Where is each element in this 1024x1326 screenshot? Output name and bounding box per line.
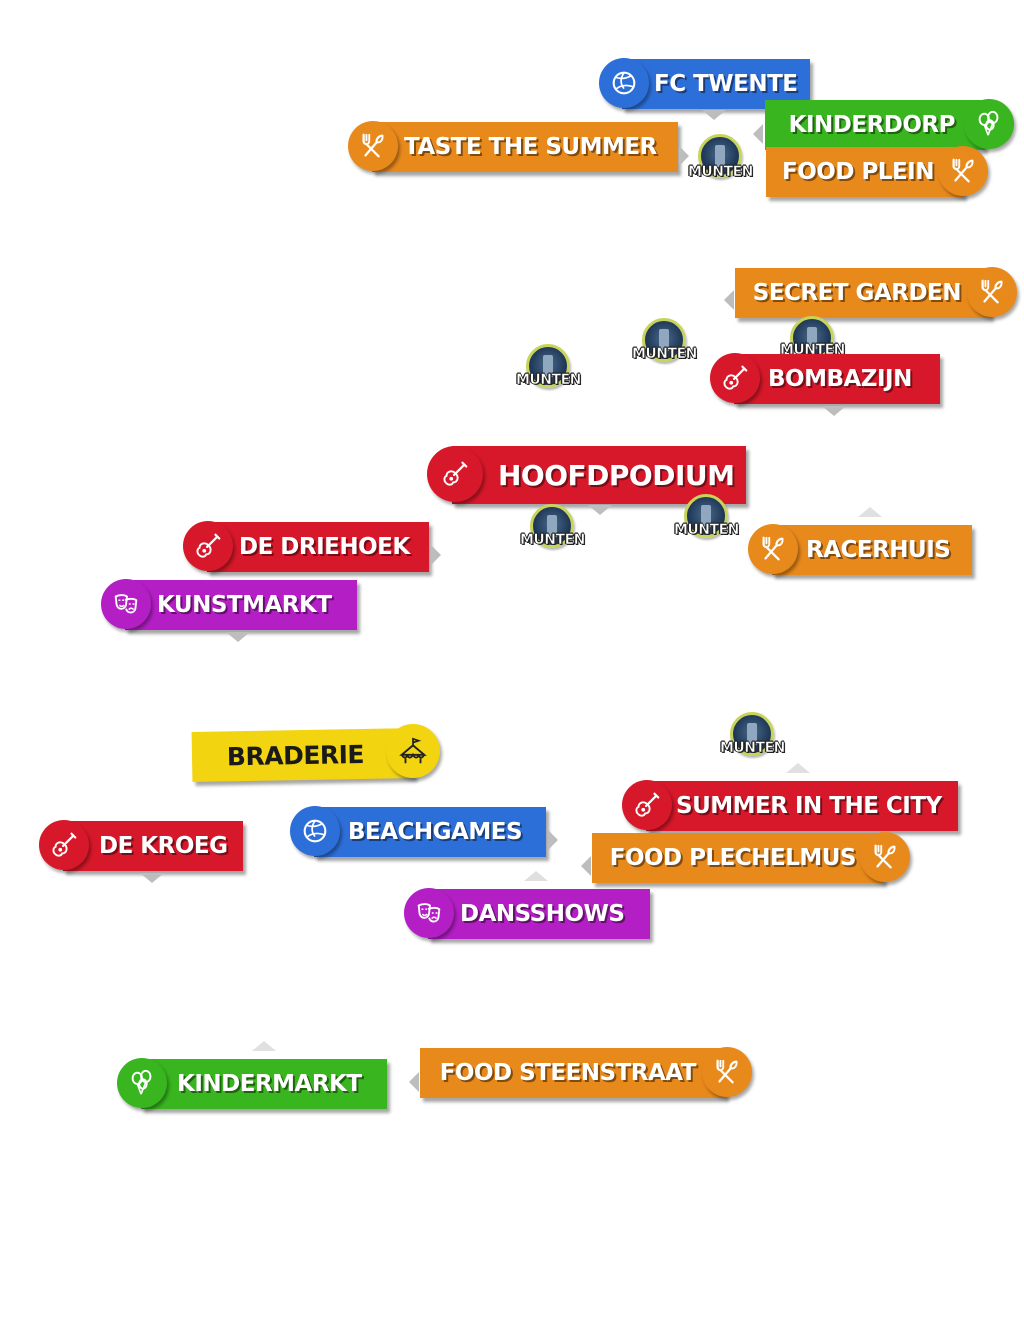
pointer <box>581 856 591 876</box>
balloons-icon <box>964 99 1014 149</box>
theater-masks-icon <box>101 579 151 629</box>
guitar-icon <box>427 446 483 502</box>
label-kinderdorp-text: KINDERDORP <box>788 112 956 138</box>
coin-icon <box>730 712 774 756</box>
utensils-icon <box>348 121 398 171</box>
label-secret-garden[interactable]: SECRET GARDEN <box>735 268 991 318</box>
label-summer-in-the-city[interactable]: SUMMER IN THE CITY <box>646 781 958 831</box>
label-fc-twente[interactable]: FC TWENTE <box>622 59 810 109</box>
label-summer-in-the-city-text: SUMMER IN THE CITY <box>676 793 942 819</box>
munten-caption: MUNTEN <box>516 372 582 389</box>
label-de-kroeg[interactable]: DE KROEG <box>63 821 243 871</box>
munten-caption: MUNTEN <box>520 532 586 549</box>
munten-caption: MUNTEN <box>674 522 740 539</box>
label-beachgames[interactable]: BEACHGAMES <box>314 807 546 857</box>
label-bombazijn-text: BOMBAZIJN <box>768 366 912 392</box>
volleyball-icon <box>290 806 340 856</box>
label-de-driehoek-text: DE DRIEHOEK <box>239 534 410 560</box>
label-food-plechelmus[interactable]: FOOD PLECHELMUS <box>592 833 884 883</box>
munten-coin[interactable]: MUNTEN <box>520 504 586 568</box>
pointer <box>679 146 689 166</box>
label-hoofdpodium-text: HOOFDPODIUM <box>498 458 735 492</box>
label-taste-the-summer-text: TASTE THE SUMMER <box>404 134 657 160</box>
label-food-plechelmus-text: FOOD PLECHELMUS <box>609 845 857 871</box>
pointer <box>548 830 558 850</box>
munten-coin[interactable]: MUNTEN <box>720 712 786 776</box>
munten-coin[interactable]: MUNTEN <box>516 344 582 408</box>
coin-icon <box>684 494 728 538</box>
label-de-driehoek[interactable]: DE DRIEHOEK <box>207 522 429 572</box>
label-kunstmarkt[interactable]: KUNSTMARKT <box>125 580 357 630</box>
munten-caption: MUNTEN <box>720 740 786 757</box>
theater-masks-icon <box>404 888 454 938</box>
pointer <box>588 505 612 515</box>
munten-coin[interactable]: MUNTEN <box>688 134 754 198</box>
volleyball-icon <box>599 58 649 108</box>
pointer <box>858 507 882 517</box>
coin-icon <box>526 344 570 388</box>
label-hoofdpodium[interactable]: HOOFDPODIUM <box>452 446 746 504</box>
pointer <box>724 290 734 310</box>
market-tent-icon <box>386 724 440 778</box>
label-kunstmarkt-text: KUNSTMARKT <box>157 592 332 618</box>
label-bombazijn[interactable]: BOMBAZIJN <box>734 354 940 404</box>
label-food-plein[interactable]: FOOD PLEIN <box>766 147 964 197</box>
munten-coin[interactable]: MUNTEN <box>674 494 740 558</box>
label-taste-the-summer[interactable]: TASTE THE SUMMER <box>372 122 678 172</box>
label-racerhuis[interactable]: RACERHUIS <box>772 525 972 575</box>
utensils-icon <box>748 524 798 574</box>
guitar-icon <box>39 820 89 870</box>
label-kindermarkt-text: KINDERMARKT <box>177 1071 362 1097</box>
label-fc-twente-text: FC TWENTE <box>654 71 798 97</box>
label-secret-garden-text: SECRET GARDEN <box>752 280 962 306</box>
label-dansshows[interactable]: DANSSHOWS <box>428 889 650 939</box>
guitar-icon <box>183 521 233 571</box>
label-kinderdorp[interactable]: KINDERDORP <box>765 100 985 150</box>
munten-caption: MUNTEN <box>688 164 754 181</box>
label-food-plein-text: FOOD PLEIN <box>782 159 934 185</box>
label-food-steenstraat[interactable]: FOOD STEENSTRAAT <box>420 1048 726 1098</box>
label-braderie[interactable]: BRADERIE <box>191 728 415 782</box>
guitar-icon <box>622 780 672 830</box>
munten-caption: MUNTEN <box>632 346 698 363</box>
pointer <box>226 632 250 642</box>
label-racerhuis-text: RACERHUIS <box>806 537 951 563</box>
label-beachgames-text: BEACHGAMES <box>348 819 523 845</box>
balloons-icon <box>117 1058 167 1108</box>
label-food-steenstraat-text: FOOD STEENSTRAAT <box>439 1060 697 1086</box>
pointer <box>140 873 164 883</box>
pointer <box>822 406 846 416</box>
pointer <box>786 763 810 773</box>
pointer <box>702 110 726 120</box>
coin-icon <box>530 504 574 548</box>
pointer <box>753 124 763 144</box>
label-dansshows-text: DANSSHOWS <box>460 901 625 927</box>
munten-coin[interactable]: MUNTEN <box>632 318 698 382</box>
utensils-icon <box>860 832 910 882</box>
guitar-icon <box>710 353 760 403</box>
utensils-icon <box>702 1047 752 1097</box>
label-kindermarkt[interactable]: KINDERMARKT <box>141 1059 387 1109</box>
label-braderie-text: BRADERIE <box>226 739 365 771</box>
pointer <box>252 1041 276 1051</box>
coin-icon <box>698 134 742 178</box>
utensils-icon <box>967 267 1017 317</box>
pointer <box>524 871 548 881</box>
utensils-icon <box>938 146 988 196</box>
pointer <box>409 1072 419 1092</box>
label-de-kroeg-text: DE KROEG <box>99 833 228 859</box>
coin-icon <box>642 318 686 362</box>
pointer <box>431 545 441 565</box>
